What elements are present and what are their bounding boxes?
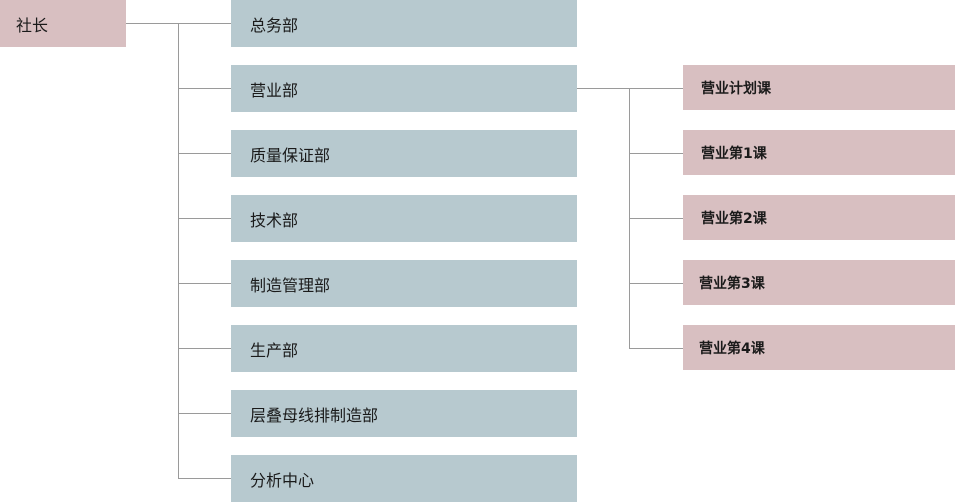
connector-trunk-to-dept-4	[178, 283, 231, 284]
org-node-sales: 营业部	[231, 65, 577, 112]
connector-trunk-to-section-0	[629, 88, 683, 89]
org-node-label: 营业部	[250, 80, 299, 100]
connector-sales-to-section-trunk	[577, 88, 629, 89]
org-node-technology: 技术部	[231, 195, 577, 242]
org-node-label: 质量保证部	[250, 145, 331, 165]
org-node-label: 层叠母线排制造部	[250, 405, 379, 425]
connector-trunk-to-dept-3	[178, 218, 231, 219]
connector-trunk-to-dept-7	[178, 478, 231, 479]
connector-trunk-to-section-1	[629, 153, 683, 154]
connector-trunk-to-dept-5	[178, 348, 231, 349]
org-node-label: 技术部	[250, 210, 299, 230]
connector-trunk-to-section-3	[629, 283, 683, 284]
org-node-label: 生产部	[250, 340, 299, 360]
org-node-label: 营业第4课	[699, 340, 765, 357]
org-node-sales-section-3: 营业第3课	[683, 260, 955, 305]
connector-trunk-to-dept-2	[178, 153, 231, 154]
org-node-sales-section-4: 营业第4课	[683, 325, 955, 370]
org-node-sales-section-2: 营业第2课	[683, 195, 955, 240]
org-node-label: 分析中心	[250, 470, 315, 490]
connector-trunk-to-dept-1	[178, 88, 231, 89]
org-node-label: 社长	[16, 15, 49, 35]
connector-dept-trunk	[178, 23, 179, 478]
connector-trunk-to-section-4	[629, 348, 683, 349]
org-node-quality-assurance: 质量保证部	[231, 130, 577, 177]
org-node-sales-planning: 营业计划课	[683, 65, 955, 110]
org-node-sales-section-1: 营业第1课	[683, 130, 955, 175]
org-node-laminated-busbar-manufacturing: 层叠母线排制造部	[231, 390, 577, 437]
org-node-manufacturing-management: 制造管理部	[231, 260, 577, 307]
org-node-general-affairs: 总务部	[231, 0, 577, 47]
connector-trunk-to-dept-6	[178, 413, 231, 414]
org-node-analysis-center: 分析中心	[231, 455, 577, 502]
org-node-label: 营业第1课	[701, 145, 767, 162]
org-node-production: 生产部	[231, 325, 577, 372]
org-node-president: 社长	[0, 0, 126, 47]
connector-trunk-to-dept-0	[178, 23, 231, 24]
connector-trunk-to-section-2	[629, 218, 683, 219]
org-node-label: 制造管理部	[250, 275, 331, 295]
org-node-label: 营业第2课	[701, 210, 767, 227]
org-node-label: 营业计划课	[701, 80, 771, 97]
org-node-label: 营业第3课	[699, 275, 765, 292]
org-node-label: 总务部	[250, 15, 299, 35]
connector-root-to-trunk	[126, 23, 178, 24]
